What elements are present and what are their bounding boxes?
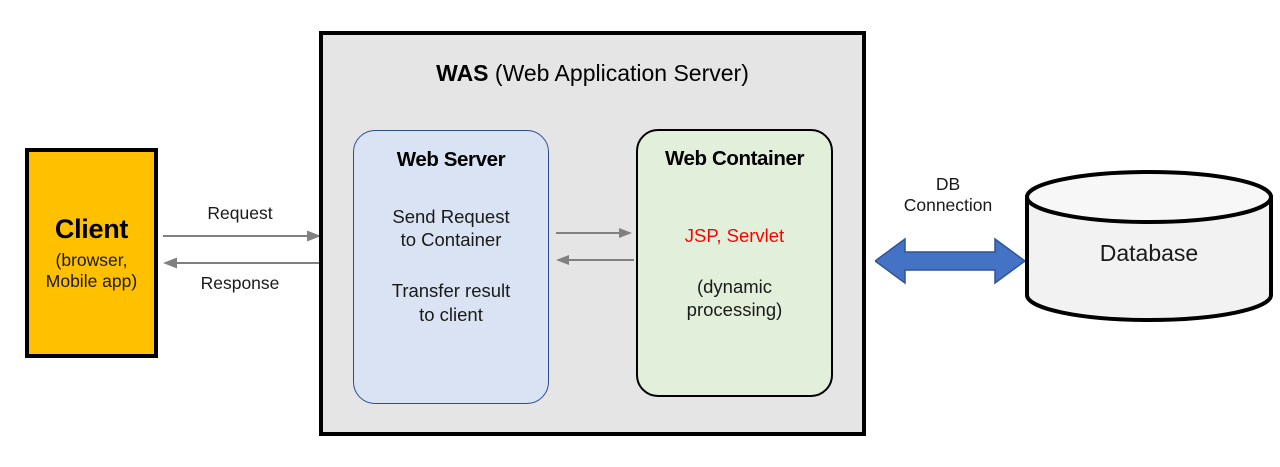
- response-label: Response: [200, 273, 280, 293]
- web-server-line1a: Send Request: [392, 205, 510, 227]
- client-subtitle-line2: Mobile app): [45, 271, 138, 292]
- jsp-servlet-label: JSP, Servlet: [684, 224, 785, 246]
- client-title: Client: [54, 214, 129, 245]
- web-container-line2b: processing): [686, 299, 783, 321]
- response-arrow-icon: [163, 257, 323, 269]
- web-container-node: Web Container JSP, Servlet (dynamic proc…: [636, 129, 833, 397]
- db-connection-label-line1: DB: [935, 174, 961, 194]
- was-title-bold: WAS: [436, 60, 489, 86]
- database-label: Database: [1099, 239, 1199, 266]
- client-node: Client (browser, Mobile app): [25, 148, 158, 358]
- db-connection-label: DB Connection: [872, 174, 1024, 216]
- client-subtitle-line1: (browser,: [55, 250, 128, 271]
- database-node: Database: [1024, 170, 1274, 322]
- db-connection-label-line2: Connection: [903, 195, 993, 215]
- web-server-node: Web Server Send Request to Container Tra…: [353, 130, 549, 404]
- web-server-title: Web Server: [396, 148, 506, 171]
- was-title-regular: (Web Application Server): [488, 60, 749, 86]
- web-server-line2a: Transfer result: [391, 280, 511, 302]
- web-container-line2a: (dynamic: [696, 276, 773, 298]
- web-server-line2b: to client: [419, 303, 483, 325]
- was-title: WAS (Web Application Server): [323, 60, 862, 87]
- db-connection-arrow-icon: [875, 237, 1025, 285]
- web-server-line1b: to Container: [400, 229, 502, 251]
- server-to-container-arrow-icon: [556, 228, 632, 238]
- database-cylinder-icon: [1025, 170, 1273, 322]
- container-to-server-arrow-icon: [556, 255, 634, 265]
- request-label: Request: [207, 203, 273, 223]
- request-arrow-icon: [163, 230, 321, 242]
- web-container-title: Web Container: [664, 147, 805, 170]
